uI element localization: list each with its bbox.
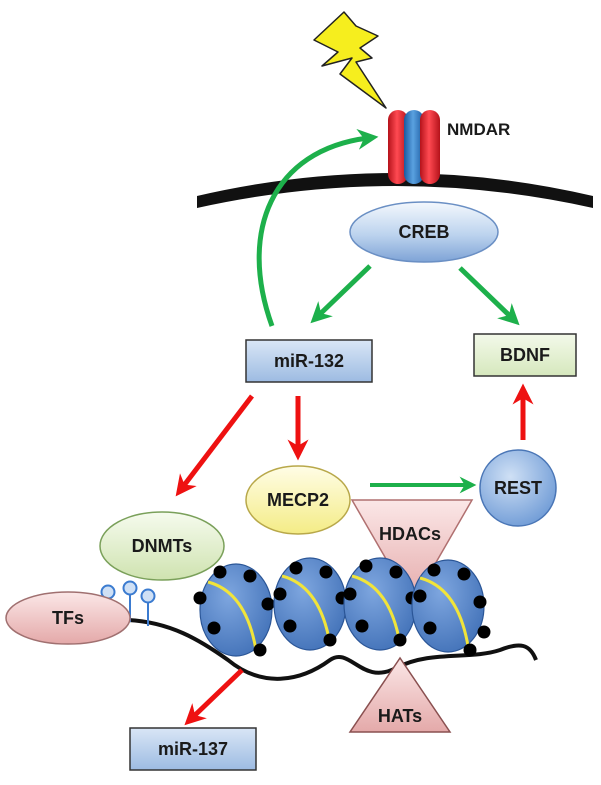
- tfs-label: TFs: [52, 608, 84, 628]
- lightning-bolt-icon: [313, 11, 387, 109]
- mir132-label: miR-132: [274, 351, 344, 371]
- nucleosome-icon: [193, 563, 275, 657]
- mir137-label: miR-137: [158, 739, 228, 759]
- dnmts-label: DNMTs: [132, 536, 193, 556]
- creb-label: CREB: [398, 222, 449, 242]
- creb-to-bdnf-arrow: [458, 266, 520, 326]
- creb-to-mir132-arrow: [310, 264, 372, 324]
- hats-label: HATs: [378, 706, 422, 726]
- hdacs-node: [350, 499, 474, 606]
- creb-node: [349, 201, 499, 263]
- mir132-to-dnmts-arrow: [175, 394, 254, 497]
- mecp2-label: MECP2: [267, 490, 329, 510]
- bdnf-label: BDNF: [500, 345, 550, 365]
- nucleosome-icon: [273, 557, 349, 651]
- nucleosome-array: [193, 557, 491, 657]
- hats-node: [348, 656, 452, 733]
- rest-label: REST: [494, 478, 542, 498]
- mir132-to-nmdar-arrow: [256, 128, 379, 327]
- to-mir137-arrow: [184, 668, 244, 726]
- cell-membrane: [197, 173, 593, 208]
- tfs-node: [5, 591, 131, 645]
- bdnf-box: [473, 333, 577, 377]
- mir137-box: [129, 727, 257, 771]
- mecp2-node: [245, 465, 351, 535]
- mir132-box: [245, 339, 373, 383]
- rest-node: [479, 449, 557, 527]
- dna-strand: [127, 618, 538, 681]
- nucleosome-icon: [411, 559, 491, 657]
- nmdar-receptor-icon: [388, 110, 440, 184]
- nmdar-label: NMDAR: [447, 120, 510, 139]
- dnmts-node: [99, 511, 225, 581]
- hdacs-label: HDACs: [379, 524, 441, 544]
